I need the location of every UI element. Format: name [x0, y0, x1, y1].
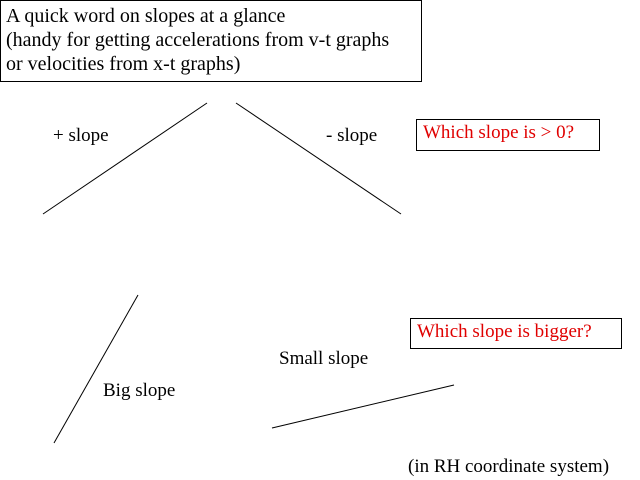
small-slope-line — [271, 384, 455, 429]
question-sign-box: Which slope is > 0? — [416, 119, 600, 151]
positive-slope-label: + slope — [53, 125, 109, 146]
title-box: A quick word on slopes at a glance (hand… — [0, 0, 422, 82]
question-magnitude-box: Which slope is bigger? — [410, 318, 622, 349]
coordinate-note: (in RH coordinate system) — [408, 456, 610, 477]
negative-slope-line — [235, 102, 402, 215]
title-line-2: (handy for getting accelerations from v-… — [6, 29, 390, 51]
title-line-1: A quick word on slopes at a glance — [6, 5, 286, 27]
title-line-3: or velocities from x-t graphs) — [6, 53, 241, 75]
big-slope-line — [53, 294, 139, 444]
negative-slope-label: - slope — [326, 125, 378, 146]
big-slope-label: Big slope — [103, 380, 176, 401]
positive-slope-line — [42, 102, 208, 215]
small-slope-label: Small slope — [279, 348, 369, 369]
